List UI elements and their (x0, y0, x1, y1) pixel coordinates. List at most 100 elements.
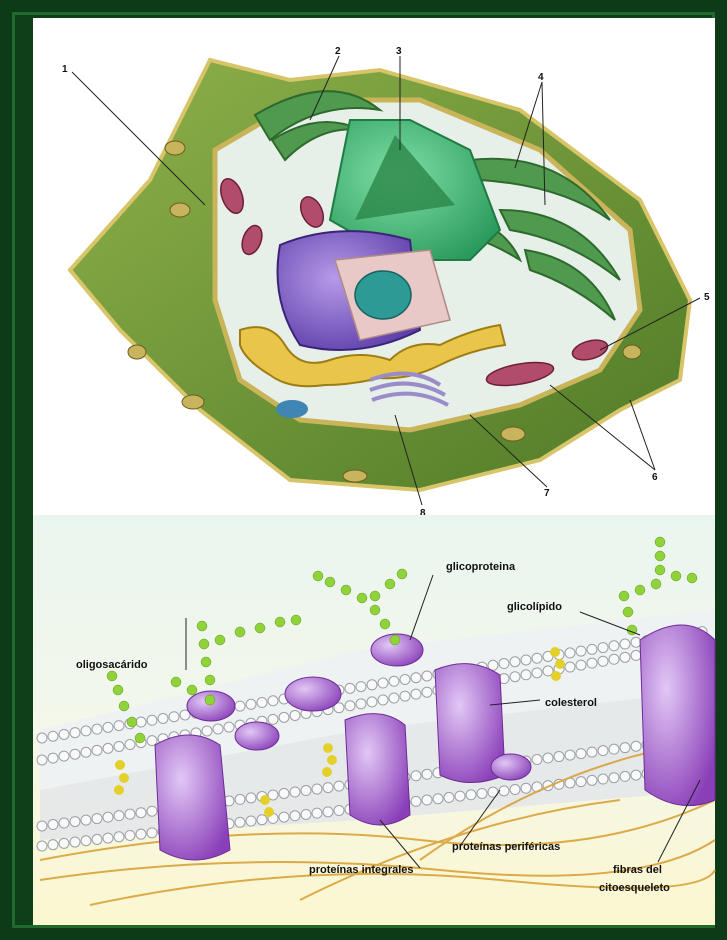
label-proteinas-perifericas: proteínas periféricas (452, 841, 560, 853)
phospholipid-head (510, 657, 520, 667)
phospholipid-head (37, 733, 47, 743)
sugar-unit (127, 717, 137, 727)
phospholipid-head (356, 682, 366, 692)
sugar-unit (171, 677, 181, 687)
phospholipid-head (301, 809, 311, 819)
phospholipid-head (411, 689, 421, 699)
phospholipid-head (631, 770, 641, 780)
phospholipid-head (422, 769, 432, 779)
phospholipid-head (510, 672, 520, 682)
phospholipid-head (631, 637, 641, 647)
label-glicoproteina: glicoproteina (446, 561, 516, 573)
phospholipid-head (114, 741, 124, 751)
phospholipid-head (136, 717, 146, 727)
label-colesterol: colesterol (545, 697, 597, 709)
phospholipid-head (92, 834, 102, 844)
label-6: 6 (652, 472, 658, 483)
label-3: 3 (396, 46, 402, 57)
sugar-unit (370, 605, 380, 615)
phospholipid-head (422, 795, 432, 805)
phospholipid-head (609, 654, 619, 664)
phospholipid-head (235, 701, 245, 711)
sugar-unit (313, 571, 323, 581)
phospholipid-head (565, 750, 575, 760)
phospholipid-head (246, 793, 256, 803)
phospholipid-head (59, 729, 69, 739)
phospholipid-head (147, 828, 157, 838)
sugar-unit (197, 621, 207, 631)
phospholipid-head (235, 817, 245, 827)
phospholipid-head (576, 777, 586, 787)
sugar-unit (255, 623, 265, 633)
phospholipid-head (367, 680, 377, 690)
sugar-unit (370, 591, 380, 601)
label-fibras-del: fibras del (613, 864, 662, 876)
phospholipid-head (37, 841, 47, 851)
sugar-unit (275, 617, 285, 627)
phospholipid-head (433, 794, 443, 804)
phospholipid-head (114, 811, 124, 821)
phospholipid-head (202, 726, 212, 736)
phospholipid-head (257, 815, 267, 825)
phospholipid-head (400, 674, 410, 684)
sugar-unit (385, 579, 395, 589)
phospholipid-head (59, 838, 69, 848)
phospholipid-head (224, 722, 234, 732)
phospholipid-head (378, 678, 388, 688)
phospholipid-head (125, 809, 135, 819)
sugar-unit (655, 565, 665, 575)
label-citoesqueleto: citoesqueleto (599, 882, 670, 894)
label-proteinas-integrales: proteínas integrales (309, 864, 414, 876)
label-oligosacarido: oligosacárido (76, 659, 148, 671)
phospholipid-head (345, 701, 355, 711)
phospholipid-head (532, 653, 542, 663)
phospholipid-head (114, 721, 124, 731)
phospholipid-head (400, 691, 410, 701)
phospholipid-head (576, 646, 586, 656)
phospholipid-head (290, 811, 300, 821)
phospholipid-head (554, 752, 564, 762)
phospholipid-head (81, 726, 91, 736)
sugar-unit (651, 579, 661, 589)
phospholipid-head (455, 791, 465, 801)
phospholipid-head (59, 818, 69, 828)
nucleolus (355, 271, 411, 319)
phospholipid-head (444, 792, 454, 802)
phospholipid-head (411, 796, 421, 806)
phospholipid-head (422, 671, 432, 681)
phospholipid-head (48, 820, 58, 830)
phospholipid-head (565, 648, 575, 658)
phospholipid-head (312, 784, 322, 794)
phospholipid-head (389, 676, 399, 686)
phospholipid-head (169, 712, 179, 722)
sugar-unit (325, 577, 335, 587)
phospholipid-head (70, 728, 80, 738)
phospholipid-head (279, 812, 289, 822)
phospholipid-head (92, 745, 102, 755)
phospholipid-head (312, 808, 322, 818)
phospholipid-head (114, 832, 124, 842)
sugar-unit (187, 685, 197, 695)
phospholipid-head (103, 743, 113, 753)
phospholipid-head (334, 806, 344, 816)
phospholipid-head (48, 753, 58, 763)
phospholipid-head (389, 693, 399, 703)
phospholipid-head (598, 643, 608, 653)
phospholipid-head (411, 771, 421, 781)
phospholipid-head (279, 712, 289, 722)
phospholipid-head (136, 829, 146, 839)
phospholipid-head (158, 713, 168, 723)
phospholipid-head (620, 652, 630, 662)
phospholipid-head (609, 744, 619, 754)
sugar-unit (113, 685, 123, 695)
sugar-unit (205, 695, 215, 705)
phospholipid-head (620, 639, 630, 649)
phospholipid-head (268, 696, 278, 706)
phospholipid-head (609, 641, 619, 651)
phospholipid-head (576, 749, 586, 759)
phospholipid-head (543, 753, 553, 763)
phospholipid-head (125, 830, 135, 840)
sugar-unit (357, 593, 367, 603)
phospholipid-head (81, 747, 91, 757)
